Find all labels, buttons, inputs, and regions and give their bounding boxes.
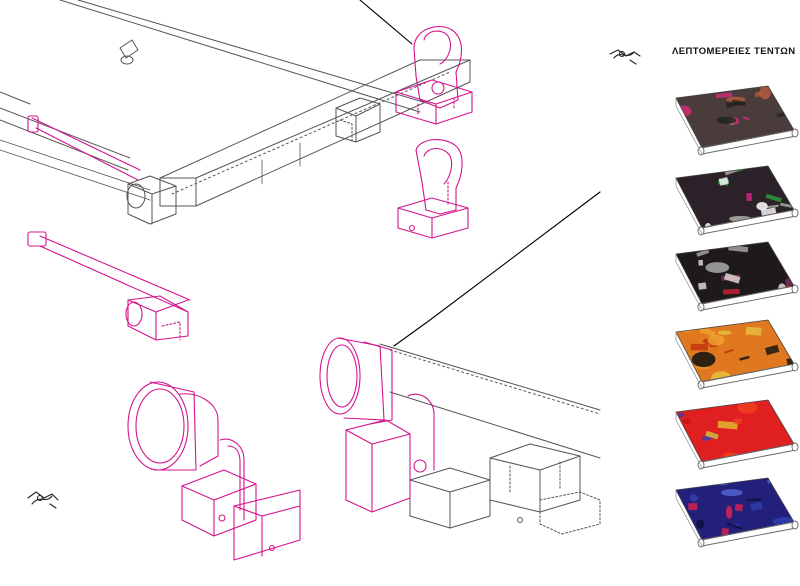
large-bracket-right (379, 343, 601, 535)
floating-bracket-small (397, 139, 469, 239)
leader-lines (359, 0, 601, 347)
large-bracket-left (127, 381, 301, 561)
awning-panel-blue-figures (675, 477, 799, 548)
awning-panel-orange-lizard (675, 319, 799, 390)
large-bracket-right-magenta (319, 337, 435, 513)
top-magenta-highlights (27, 26, 473, 181)
magenta-arm-assembly (27, 231, 191, 341)
awning-panel-red-pattern (675, 399, 799, 470)
top-awning-assembly (0, 0, 471, 225)
scribble-icon-bottom (27, 491, 59, 509)
awning-panel-red-collage (675, 241, 799, 312)
awning-panels-column (675, 85, 799, 548)
awning-panel-magenta-collage (675, 165, 799, 236)
scribble-icon-top (609, 49, 641, 65)
page-title: ΛΕΠΤΟΜΕΡΕΙΕΣ ΤΕΝΤΩΝ (672, 46, 796, 57)
awning-panel-dark-leaves (675, 85, 799, 156)
